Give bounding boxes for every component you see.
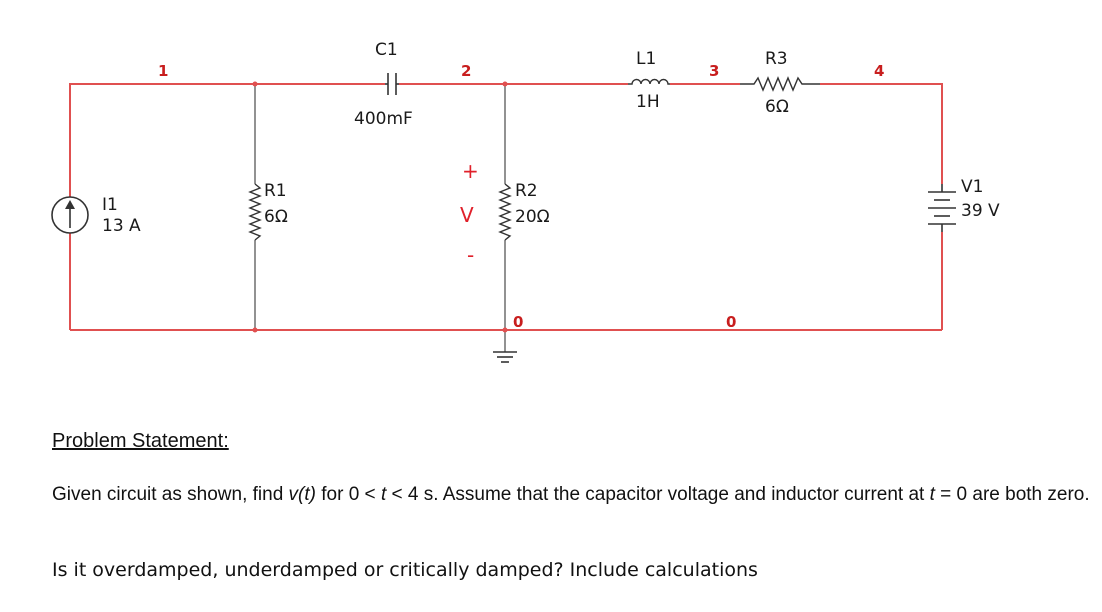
resistor-r2 bbox=[498, 183, 512, 241]
problem-text-vt: v(t) bbox=[288, 484, 316, 505]
problem-text-part: = 0 are both zero. bbox=[934, 484, 1090, 505]
voltmeter-minus-sign: - bbox=[467, 243, 474, 267]
v1-value-label: 39 V bbox=[961, 201, 1000, 221]
r1-value-label: 6Ω bbox=[264, 207, 288, 227]
problem-text-t: t bbox=[380, 484, 387, 505]
r3-value-label: 6Ω bbox=[765, 97, 789, 117]
node-label-1: 1 bbox=[158, 62, 168, 80]
problem-text-t: t bbox=[929, 484, 935, 505]
capacitor-c1 bbox=[385, 73, 399, 95]
circuit-schematic: I1 13 A R1 6Ω C1 400mF + V - R2 20Ω L1 1… bbox=[51, 40, 1000, 363]
node-label-4: 4 bbox=[874, 62, 884, 80]
i1-name-label: I1 bbox=[102, 195, 118, 215]
voltmeter-v-label: V bbox=[460, 203, 474, 227]
problem-question: Is it overdamped, underdamped or critica… bbox=[52, 559, 758, 581]
r1-name-label: R1 bbox=[264, 181, 287, 201]
problem-text-part: Given circuit as shown, find bbox=[52, 484, 289, 505]
problem-text-part: for 0 < bbox=[315, 484, 381, 505]
wire-top-right bbox=[820, 83, 943, 184]
inductor-l1 bbox=[628, 78, 670, 85]
current-source-i1 bbox=[51, 196, 89, 234]
l1-name-label: L1 bbox=[636, 49, 656, 69]
ground-symbol bbox=[493, 351, 517, 363]
l1-value-label: 1H bbox=[636, 92, 660, 112]
wire-top-left bbox=[69, 83, 385, 197]
node-label-ground-a: 0 bbox=[513, 313, 523, 331]
r3-name-label: R3 bbox=[765, 49, 788, 69]
junction-dot bbox=[252, 81, 258, 87]
r2-value-label: 20Ω bbox=[515, 207, 550, 227]
node-label-2: 2 bbox=[461, 62, 471, 80]
c1-value-label: 400mF bbox=[354, 109, 413, 129]
problem-text-part: < 4 s. Assume that the capacitor voltage… bbox=[386, 484, 930, 505]
i1-value-label: 13 A bbox=[102, 216, 141, 236]
junction-dot bbox=[252, 327, 258, 333]
problem-statement-title: Problem Statement: bbox=[52, 430, 229, 452]
c1-name-label: C1 bbox=[375, 40, 398, 60]
junction-dot bbox=[502, 81, 508, 87]
node-label-ground-b: 0 bbox=[726, 313, 736, 331]
resistor-r1 bbox=[248, 183, 262, 241]
v1-name-label: V1 bbox=[961, 177, 983, 197]
node-label-3: 3 bbox=[709, 62, 719, 80]
junction-dot bbox=[502, 327, 508, 333]
voltage-source-v1 bbox=[928, 184, 956, 232]
problem-statement-text: Given circuit as shown, find v(t) for 0 … bbox=[52, 483, 1092, 506]
circuit-wires bbox=[69, 83, 943, 331]
resistor-r3 bbox=[740, 76, 820, 92]
r2-name-label: R2 bbox=[515, 181, 538, 201]
voltmeter-plus-sign: + bbox=[462, 159, 479, 183]
